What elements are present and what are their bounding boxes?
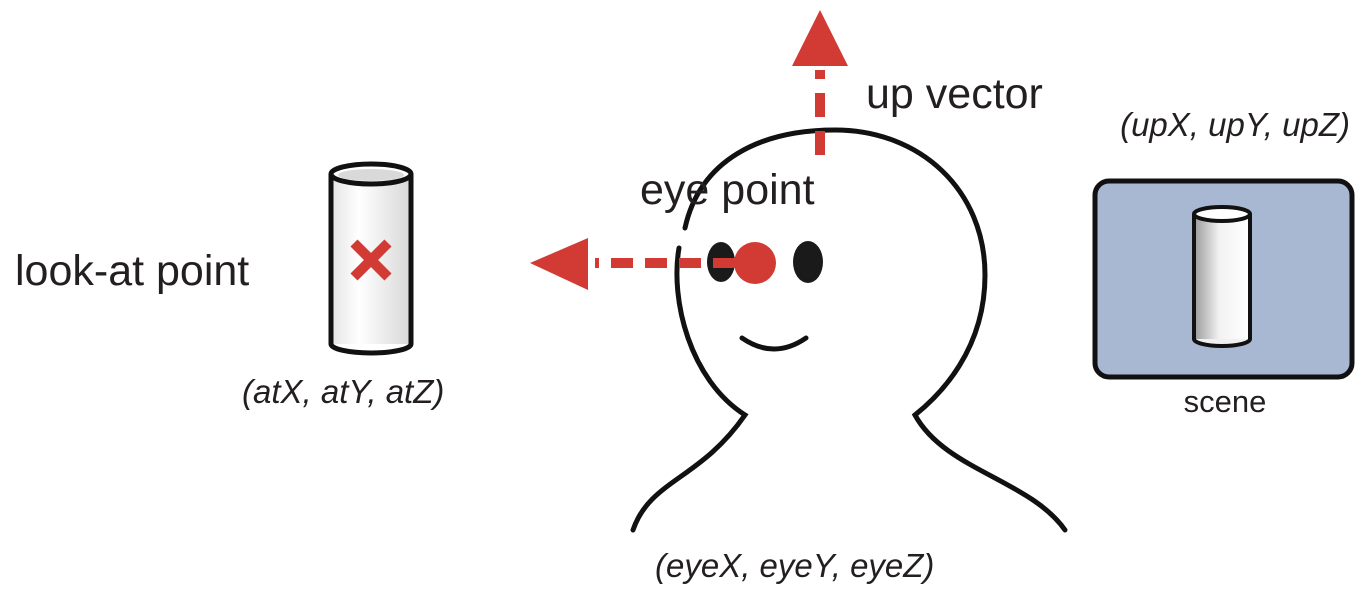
scene-label: scene — [1184, 384, 1267, 419]
eye-point-marker — [734, 242, 776, 284]
eye-point-label: eye point — [640, 166, 815, 214]
right-eye — [793, 241, 823, 283]
up-coordinates: (upX, upY, upZ) — [1120, 106, 1350, 143]
head-outline — [682, 127, 1068, 533]
look-at-point-label: look-at point — [15, 247, 249, 295]
smile — [739, 335, 809, 352]
scene-panel — [1092, 178, 1355, 380]
up-vector-label: up vector — [866, 70, 1043, 118]
look-direction-arrow — [530, 238, 735, 290]
look-at-x-marker — [350, 239, 392, 281]
head-outline-left — [630, 245, 749, 533]
eye-coordinates: (eyeX, eyeY, eyeZ) — [655, 547, 934, 584]
at-coordinates: (atX, atY, atZ) — [242, 373, 444, 410]
up-vector-arrow — [792, 10, 848, 155]
